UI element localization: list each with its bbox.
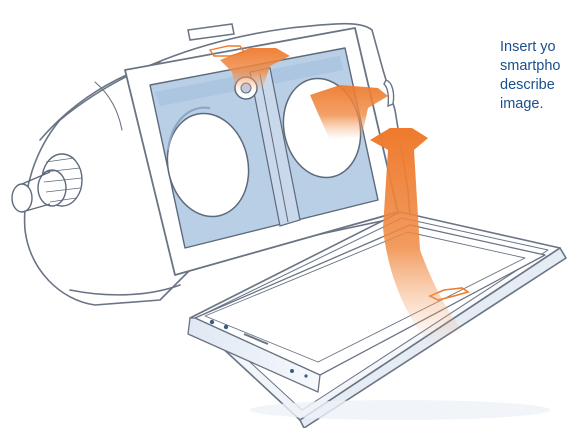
caption-line: Insert yo (500, 38, 577, 57)
caption-line: describe (500, 76, 577, 95)
focus-knob-icon (12, 154, 82, 212)
caption-line: image. (500, 95, 577, 114)
caption-line: smartpho (500, 57, 577, 76)
instruction-caption: Insert yo smartpho describe image. (500, 38, 577, 114)
top-clip (188, 24, 234, 40)
ground-shadow (250, 400, 550, 420)
